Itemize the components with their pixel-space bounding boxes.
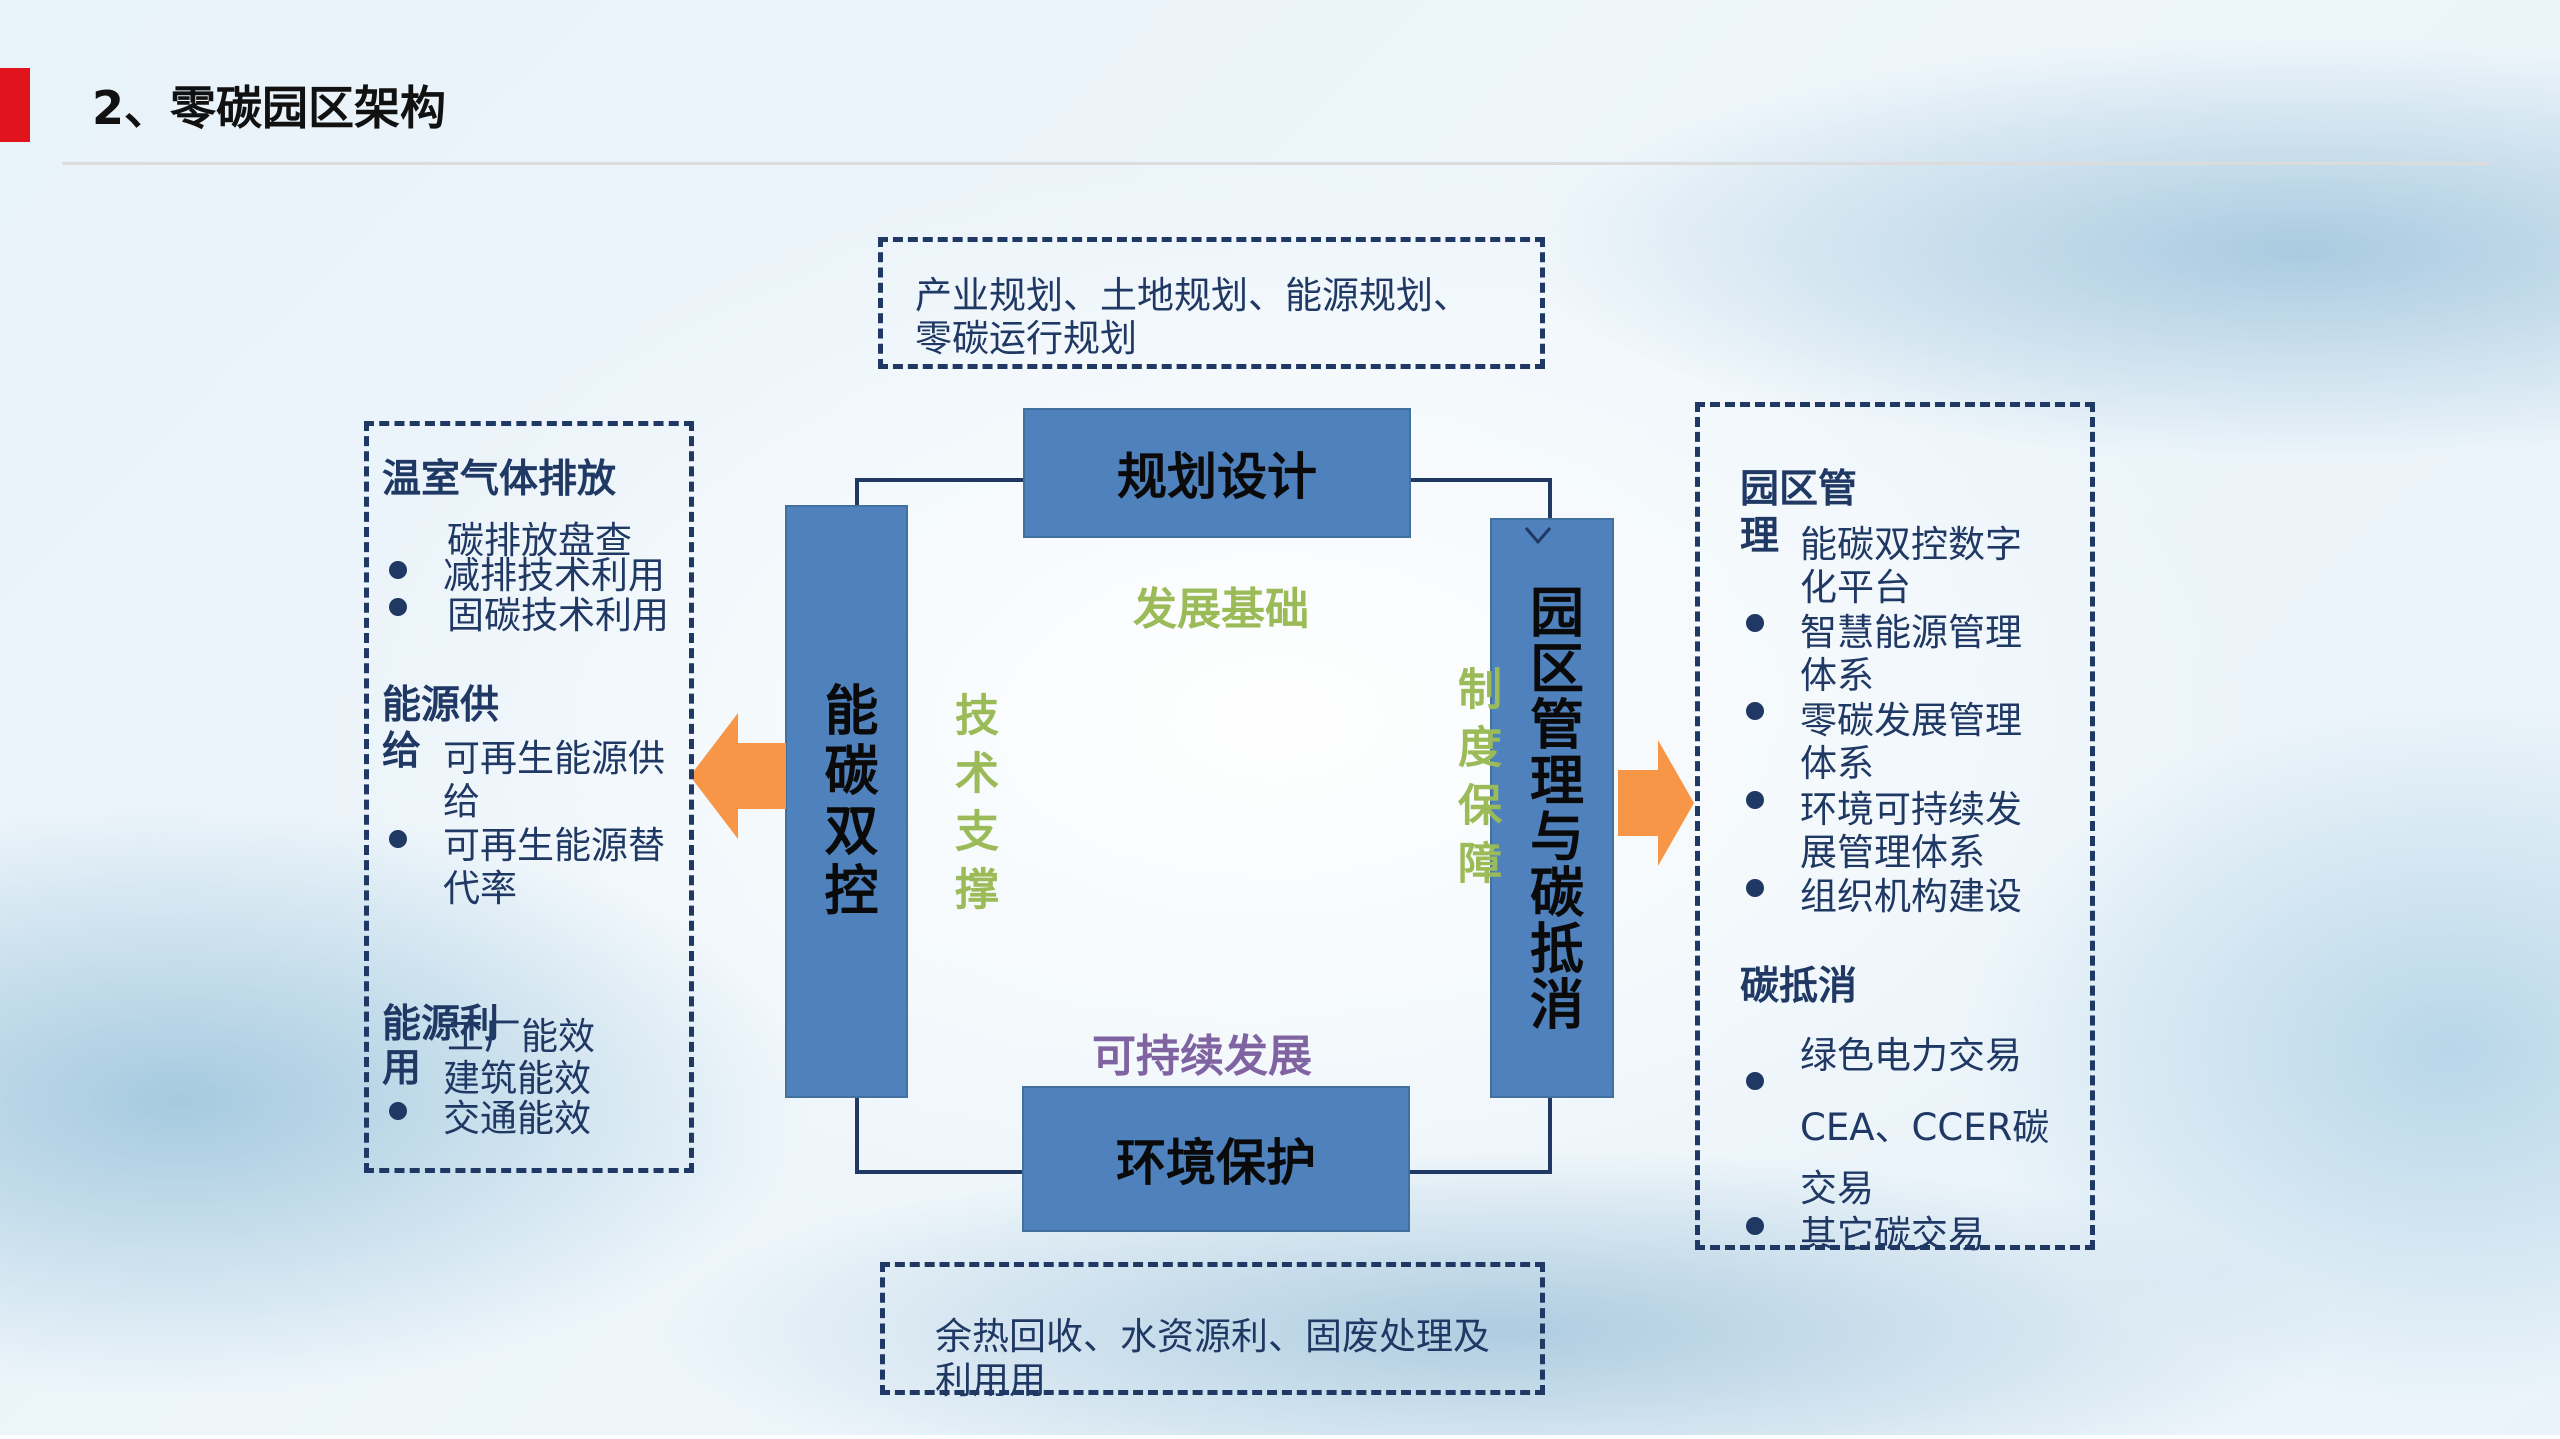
environment-protection-label: 环境保护 [1116, 1134, 1316, 1192]
energy-carbon-control-box: 能碳双控 [785, 505, 908, 1098]
label-technical-support: 技术支撑 [947, 692, 998, 924]
right-item-zero-carbon-mgmt-1: 零碳发展管理 [1800, 699, 2022, 742]
bullet-icon [1746, 1072, 1764, 1090]
left-heading-energy-use-1: 能源利 [382, 1002, 500, 1047]
bullet-icon [1746, 1217, 1764, 1235]
connector-bottom-left-rise [855, 1098, 859, 1174]
bullet-icon [1746, 879, 1764, 897]
page-title: 2、零碳园区架构 [92, 81, 447, 135]
label-institutional-guarantee: 制度保障 [1450, 666, 1501, 898]
connector-top-left [855, 478, 1025, 482]
bullet-icon [389, 598, 407, 616]
right-item-env-sustainability-1: 环境可持续发 [1800, 788, 2022, 831]
right-item-cea-ccer-2: 交易 [1800, 1167, 1874, 1210]
arrow-right-icon [1618, 740, 1694, 866]
right-item-env-sustainability-2: 展管理体系 [1800, 831, 1985, 874]
bullet-icon [1746, 791, 1764, 809]
environment-items-box [880, 1262, 1545, 1395]
planning-items-line1: 产业规划、土地规划、能源规划、 [915, 274, 1470, 317]
bullet-icon [1746, 614, 1764, 632]
bullet-icon [1746, 702, 1764, 720]
right-item-green-power: 绿色电力交易 [1800, 1034, 2022, 1077]
energy-carbon-control-label: 能碳双控 [815, 681, 878, 922]
title-accent-bar [0, 68, 30, 142]
planning-items-line2: 零碳运行规划 [915, 317, 1137, 360]
right-item-smart-energy-2: 体系 [1800, 654, 1874, 697]
planning-design-label: 规划设计 [1117, 448, 1317, 506]
bullet-icon [389, 561, 407, 579]
label-sustainable-development: 可持续发展 [1092, 1031, 1312, 1082]
connector-top-right [1410, 478, 1552, 482]
left-item-carbon-inventory: 碳排放盘查 [447, 519, 632, 562]
right-item-smart-energy-1: 智慧能源管理 [1800, 611, 2022, 654]
arrow-left-icon [690, 713, 786, 839]
right-heading-carbon-offset: 碳抵消 [1740, 964, 1858, 1009]
right-heading-park-management-2: 理 [1740, 514, 1780, 559]
left-item-transport-efficiency: 交通能效 [443, 1097, 591, 1140]
left-item-renewable-supply-1: 可再生能源供 [443, 737, 665, 780]
connector-top-left-drop [855, 478, 859, 508]
connector-bottom-left [855, 1170, 1025, 1174]
right-heading-park-management-1: 园区管 [1740, 467, 1858, 512]
right-item-other-carbon-trade: 其它碳交易 [1800, 1213, 1985, 1256]
right-detail-panel [1695, 402, 2095, 1250]
park-management-label: 园区管理与碳抵消 [1520, 584, 1584, 1032]
right-item-cea-ccer-1: CEA、CCER碳 [1800, 1106, 2050, 1149]
connector-bottom-right-rise [1548, 1098, 1552, 1174]
left-item-renewable-rate-2: 代率 [443, 867, 517, 910]
left-item-renewable-supply-2: 给 [443, 780, 480, 823]
left-heading-energy-supply-1: 能源供 [382, 683, 500, 728]
chevron-down-icon [1524, 527, 1552, 545]
left-item-renewable-rate-1: 可再生能源替 [443, 824, 665, 867]
label-development-foundation: 发展基础 [1133, 584, 1309, 635]
left-item-sequestration-tech: 固碳技术利用 [447, 594, 669, 637]
left-item-reduction-tech: 减排技术利用 [443, 554, 665, 597]
park-management-box: 园区管理与碳抵消 [1490, 518, 1614, 1098]
left-heading-ghg: 温室气体排放 [382, 457, 617, 502]
right-item-organization: 组织机构建设 [1800, 875, 2022, 918]
left-item-building-efficiency: 建筑能效 [443, 1057, 591, 1100]
planning-items-box [878, 237, 1545, 369]
right-item-digital-platform-1: 能碳双控数字 [1800, 523, 2022, 566]
environment-items-line2: 利用用 [935, 1359, 1046, 1402]
right-item-zero-carbon-mgmt-2: 体系 [1800, 742, 1874, 785]
planning-design-box: 规划设计 [1023, 408, 1411, 538]
connector-bottom-right [1408, 1170, 1552, 1174]
bottom-strip [0, 1435, 2560, 1439]
bullet-icon [389, 830, 407, 848]
left-item-factory-efficiency: 工厂能效 [447, 1015, 595, 1058]
left-detail-panel [364, 421, 694, 1173]
left-heading-energy-use-2: 用 [382, 1046, 422, 1091]
title-divider [62, 162, 2492, 165]
connector-top-right-drop [1548, 478, 1552, 518]
environment-items-line1: 余热回收、水资源利、固废处理及 [935, 1315, 1490, 1358]
bullet-icon [389, 1102, 407, 1120]
environment-protection-box: 环境保护 [1022, 1086, 1410, 1232]
left-heading-energy-supply-2: 给 [382, 729, 422, 774]
right-item-digital-platform-2: 化平台 [1800, 566, 1911, 609]
